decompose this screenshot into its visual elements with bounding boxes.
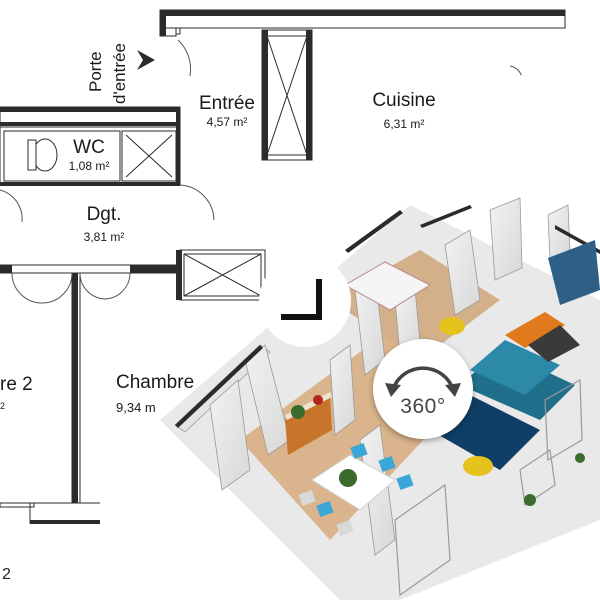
entry-door-label-line2: d'entrée	[110, 43, 129, 104]
room-cuisine-area: 6,31 m²	[383, 117, 425, 131]
view-360-button[interactable]: 360°	[373, 339, 473, 439]
room-dgt-area: 3,81 m²	[83, 230, 125, 244]
room-chambre2-name: re 2	[0, 374, 33, 395]
plan-corner-number: 2	[2, 566, 11, 583]
floor-lamp	[439, 317, 465, 335]
fold-corner-badge	[259, 255, 351, 347]
room-chambre-name: Chambre	[116, 372, 195, 393]
bed	[343, 261, 432, 311]
room-cuisine-name: Cuisine	[372, 90, 436, 111]
room-entree-area: 4,57 m²	[206, 115, 248, 129]
room-entree-name: Entrée	[199, 93, 255, 114]
dresser	[285, 395, 332, 455]
entry-door-label-line1: Porte	[86, 51, 105, 92]
room-dgt-name: Dgt.	[86, 204, 122, 225]
room-wc: WC 1,08 m²	[58, 137, 120, 174]
room-chambre2: re 2 2	[0, 374, 42, 414]
plant	[339, 469, 357, 487]
kitchen-blue-wall	[548, 240, 600, 305]
room-wc-area: 1,08 m²	[68, 159, 110, 173]
room-entree: Entrée 4,57 m²	[188, 93, 266, 130]
room-cuisine: Cuisine 6,31 m²	[356, 90, 452, 132]
room-chambre-area: 9,34 m	[116, 400, 156, 415]
room-wc-name: WC	[73, 137, 105, 158]
dining-chairs	[316, 442, 414, 518]
room-chambre: Chambre 9,34 m	[116, 372, 216, 415]
room-chambre2-area: 2	[0, 401, 6, 411]
rotate-360-icon	[385, 366, 461, 397]
entry-arrow-icon	[137, 50, 155, 70]
view-360-label: 360°	[400, 395, 446, 418]
corner-chevron-icon	[281, 279, 322, 320]
room-dgt: Dgt. 3,81 m²	[68, 204, 140, 245]
